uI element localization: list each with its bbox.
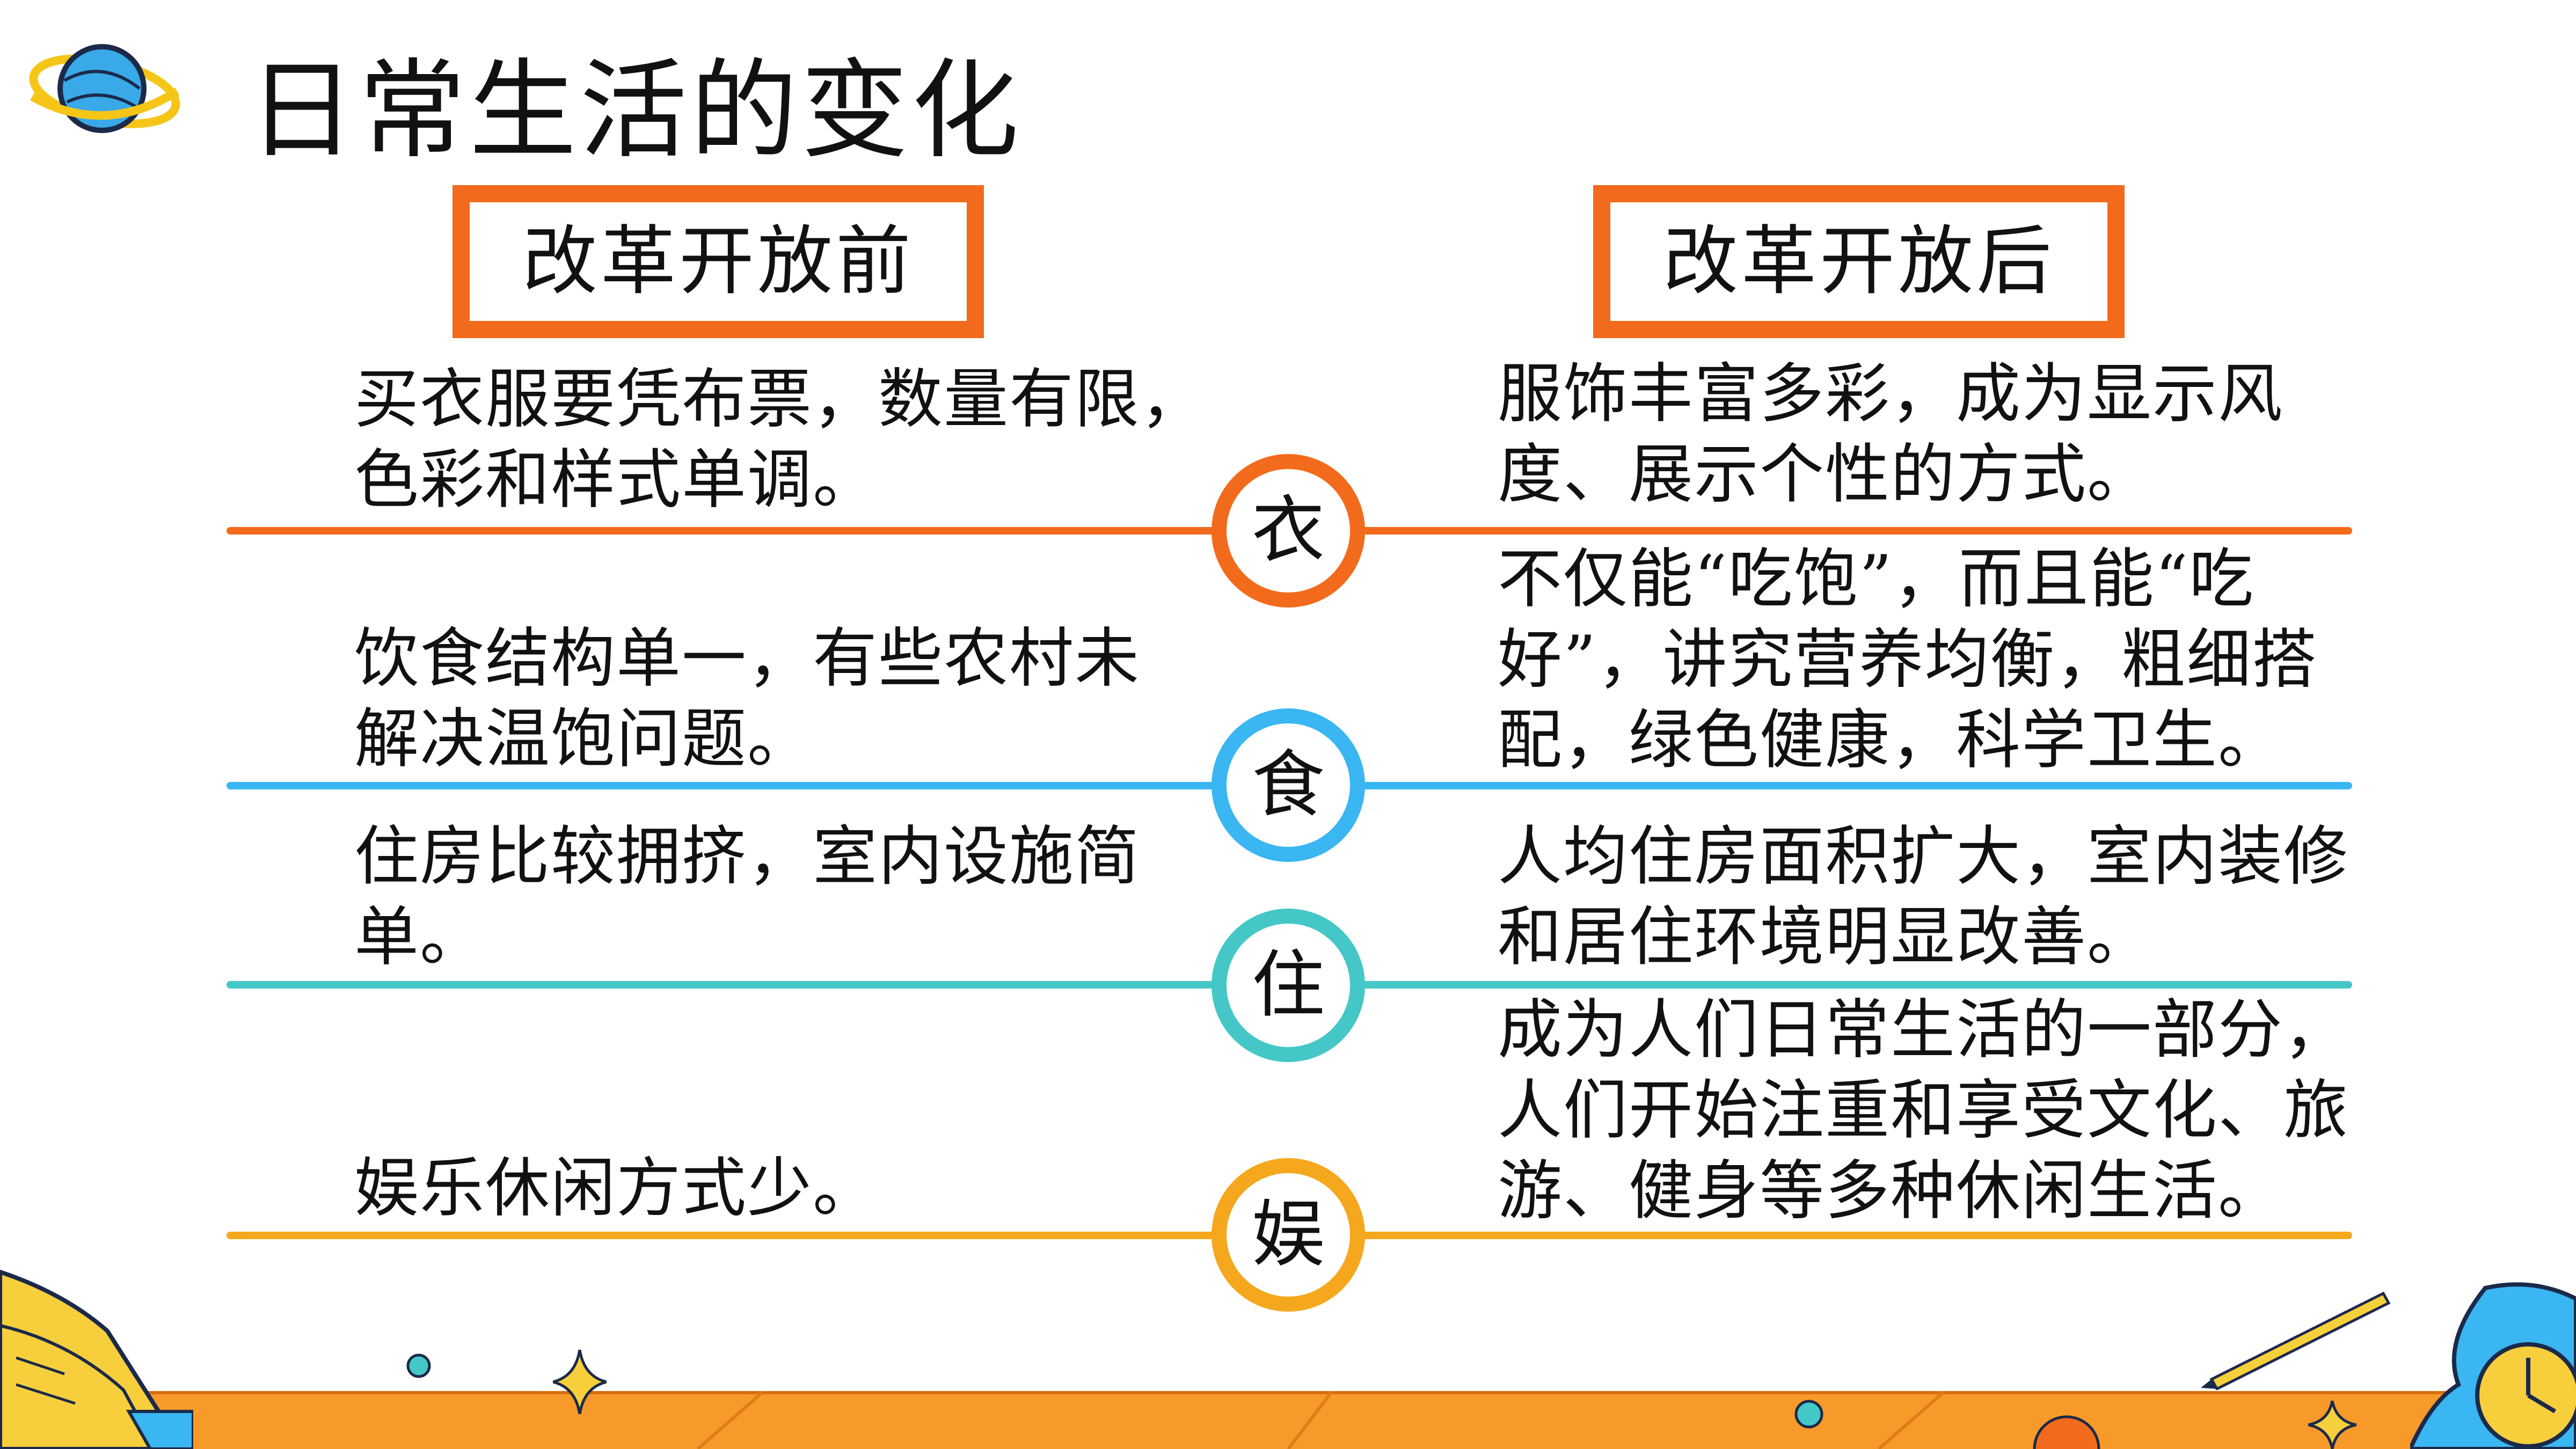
after-text-leisure: 成为人们日常生活的一部分， 人们开始注重和享受文化、旅 游、健身等多种休闲生活。 xyxy=(1498,993,2349,1228)
bottom-decoration xyxy=(0,1353,2576,1449)
before-text-housing: 住房比较拥挤，室内设施简 单。 xyxy=(354,819,1140,975)
header-before-box: 改革开放前 xyxy=(453,185,984,338)
clock-icon xyxy=(2410,1282,2576,1449)
header-before-label: 改革开放前 xyxy=(522,217,914,305)
after-text-clothing: 服饰丰富多彩，成为显示风 度、展示个性的方式。 xyxy=(1498,357,2283,512)
book-icon xyxy=(0,1269,193,1449)
before-text-leisure: 娱乐休闲方式少。 xyxy=(354,1151,878,1226)
before-text-food: 饮食结构单一，有些农村未 解决温饱问题。 xyxy=(354,621,1140,777)
header-after-label: 改革开放后 xyxy=(1662,217,2055,305)
planet-icon xyxy=(29,44,180,133)
before-text-clothing: 买衣服要凭布票，数量有限， 色彩和样式单调。 xyxy=(354,362,1206,517)
pencil-icon xyxy=(2201,1291,2391,1390)
category-circle-food: 食 xyxy=(1212,708,1365,862)
after-text-food: 不仅能“吃饱”，而且能“吃 好”，讲究营养均衡，粗细搭 配，绿色健康，科学卫生。 xyxy=(1498,542,2318,778)
sparkle-icon xyxy=(2308,1401,2356,1449)
after-text-housing: 人均住房面积扩大，室内装修 和居住环境明显改善。 xyxy=(1498,819,2349,975)
category-circle-housing: 住 xyxy=(1212,909,1365,1062)
header-after-box: 改革开放后 xyxy=(1593,185,2125,338)
page-title: 日常生活的变化 xyxy=(248,48,1023,173)
sparkle-icon xyxy=(553,1350,607,1414)
category-circle-clothing: 衣 xyxy=(1212,454,1365,608)
